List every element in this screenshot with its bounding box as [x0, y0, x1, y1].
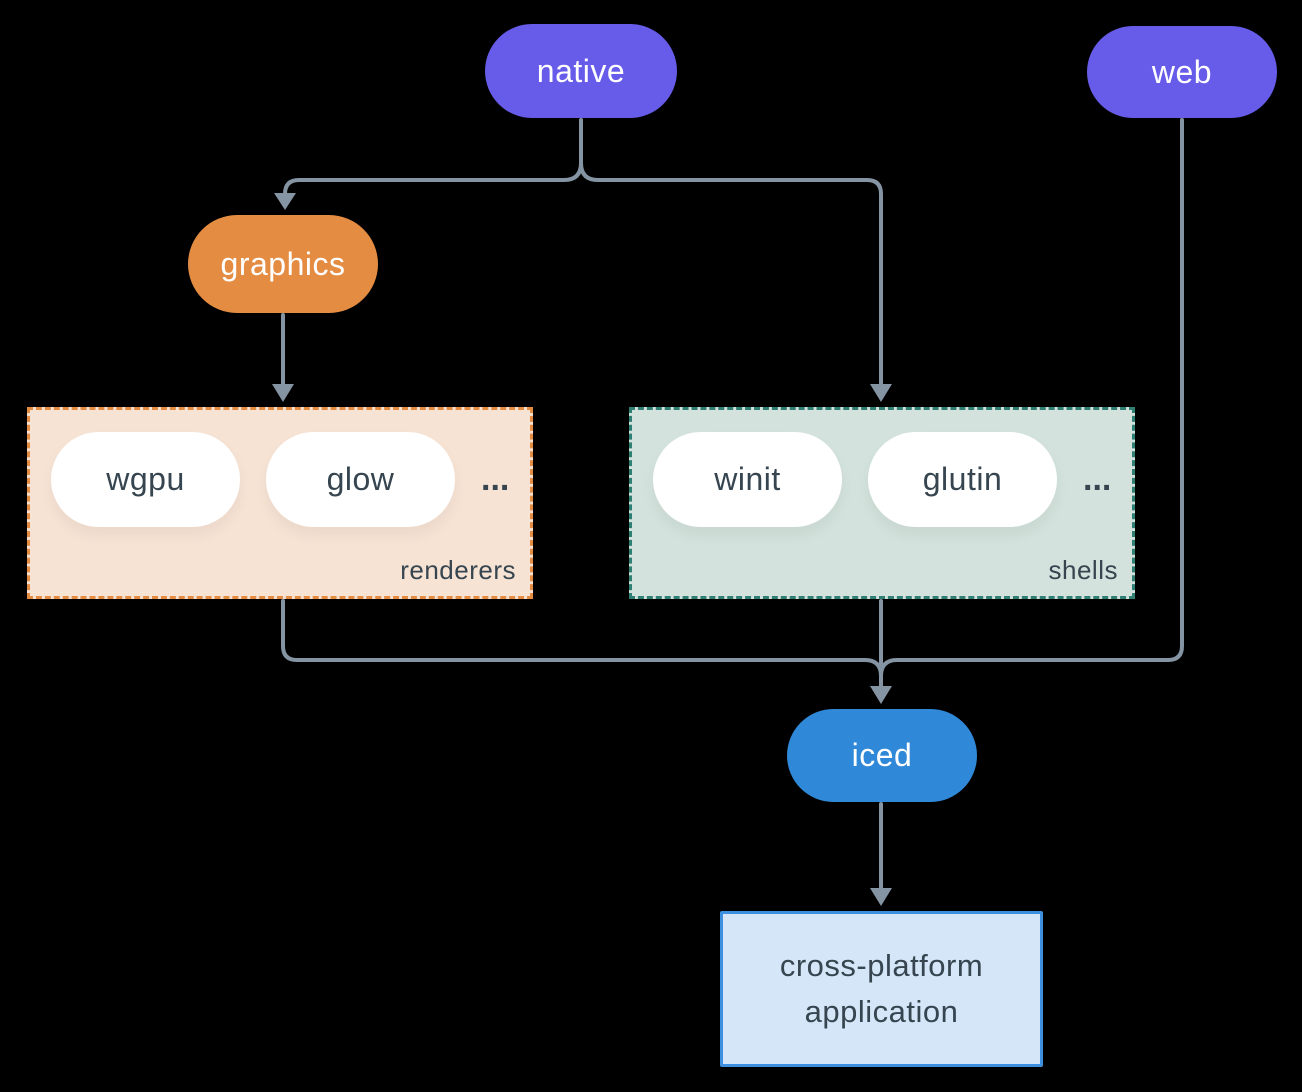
renderers-ellipsis: ... — [481, 460, 510, 498]
node-native-label: native — [536, 52, 626, 89]
node-graphics-label: graphics — [220, 245, 346, 282]
arrowhead-renderers — [272, 384, 294, 402]
arrowhead-graphics — [274, 193, 296, 210]
arrowhead-iced — [870, 686, 892, 704]
group-renderers-items: wgpu glow ... — [51, 432, 509, 527]
arrowhead-shells — [870, 384, 892, 402]
node-winit-label: winit — [714, 461, 781, 497]
group-shells-items: winit glutin ... — [653, 432, 1111, 527]
group-renderers: wgpu glow ... renderers — [27, 407, 533, 599]
node-iced-label: iced — [851, 737, 913, 773]
edge-renderers-to-iced — [281, 599, 883, 678]
edge-native-to-shells — [579, 161, 883, 386]
arrowhead-application — [870, 888, 892, 906]
node-glow: glow — [266, 432, 455, 527]
node-native: native — [485, 24, 677, 118]
node-iced: iced — [787, 709, 977, 802]
node-glow-label: glow — [326, 461, 395, 497]
edge-native-to-graphics — [283, 161, 583, 196]
node-application-label: cross-platform application — [779, 947, 984, 1030]
group-renderers-label: renderers — [400, 555, 516, 585]
node-web-label: web — [1151, 53, 1213, 90]
node-wgpu: wgpu — [51, 432, 240, 527]
group-shells: winit glutin ... shells — [629, 407, 1135, 599]
node-web: web — [1087, 26, 1277, 118]
node-glutin-label: glutin — [922, 461, 1003, 497]
node-wgpu-label: wgpu — [106, 461, 185, 497]
node-application: cross-platform application — [720, 911, 1043, 1067]
group-shells-label: shells — [1048, 555, 1118, 585]
shells-ellipsis: ... — [1083, 460, 1112, 498]
node-glutin: glutin — [868, 432, 1057, 527]
node-graphics: graphics — [188, 215, 378, 313]
node-winit: winit — [653, 432, 842, 527]
